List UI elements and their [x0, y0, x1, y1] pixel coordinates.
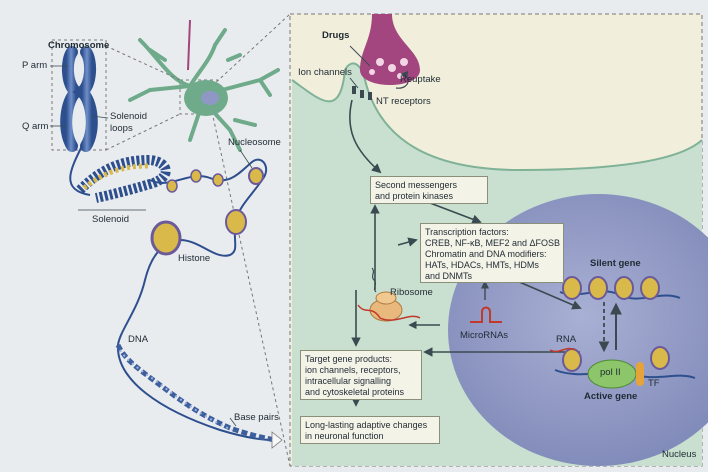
nt-receptors-label: NT receptors: [376, 96, 431, 107]
histone-label: Histone: [178, 253, 211, 264]
nucleosome-icon: [248, 167, 264, 185]
long-lasting-changes-box: Long-lasting adaptive changes in neurona…: [300, 416, 440, 444]
dna-fiber: [116, 158, 273, 441]
solenoid-loops-label-2: loops: [110, 123, 133, 134]
p-arm-label: P arm: [22, 60, 48, 71]
nucleus-label: Nucleus: [662, 449, 697, 460]
microrna-hairpin-icon: [470, 306, 502, 323]
chromosome-icon: [60, 46, 98, 152]
drugs-label: Drugs: [322, 30, 350, 41]
histone-icon: [150, 220, 182, 256]
ribosome-label: Ribosome: [390, 287, 433, 298]
silent-gene-nucleosomes: [559, 276, 681, 300]
solenoid-loops-label-1: Solenoid: [110, 111, 147, 122]
nucleosome-label: Nucleosome: [228, 137, 281, 148]
base-pairs-label: Base pairs: [234, 412, 279, 423]
pol-ii-label: pol II: [600, 367, 621, 378]
solenoid-label: Solenoid: [92, 214, 129, 225]
neuron-illustration: [128, 19, 280, 152]
micrornas-label: MicroRNAs: [460, 330, 509, 341]
second-messengers-box: Second messengers and protein kinases: [370, 176, 488, 204]
transcription-factors-box: Transcription factors: CREB, NF-κB, MEF2…: [420, 223, 564, 283]
reuptake-label: Reuptake: [400, 74, 441, 85]
silent-gene-label: Silent gene: [590, 258, 641, 269]
solenoid-coil: [76, 154, 171, 203]
dna-label: DNA: [128, 334, 149, 345]
active-gene: [549, 346, 696, 389]
q-arm-label: Q arm: [22, 121, 49, 132]
presynaptic-terminal: [360, 14, 420, 85]
double-helix: [115, 343, 283, 449]
ion-channels-label: Ion channels: [298, 67, 352, 78]
rna-label: RNA: [556, 334, 577, 345]
target-gene-products-box: Target gene products: ion channels, rece…: [300, 350, 422, 400]
tf-label: TF: [648, 378, 660, 389]
active-gene-label: Active gene: [584, 391, 638, 402]
chromosome-inset: [51, 39, 107, 151]
chromosome-label: Chromosome: [48, 40, 110, 51]
